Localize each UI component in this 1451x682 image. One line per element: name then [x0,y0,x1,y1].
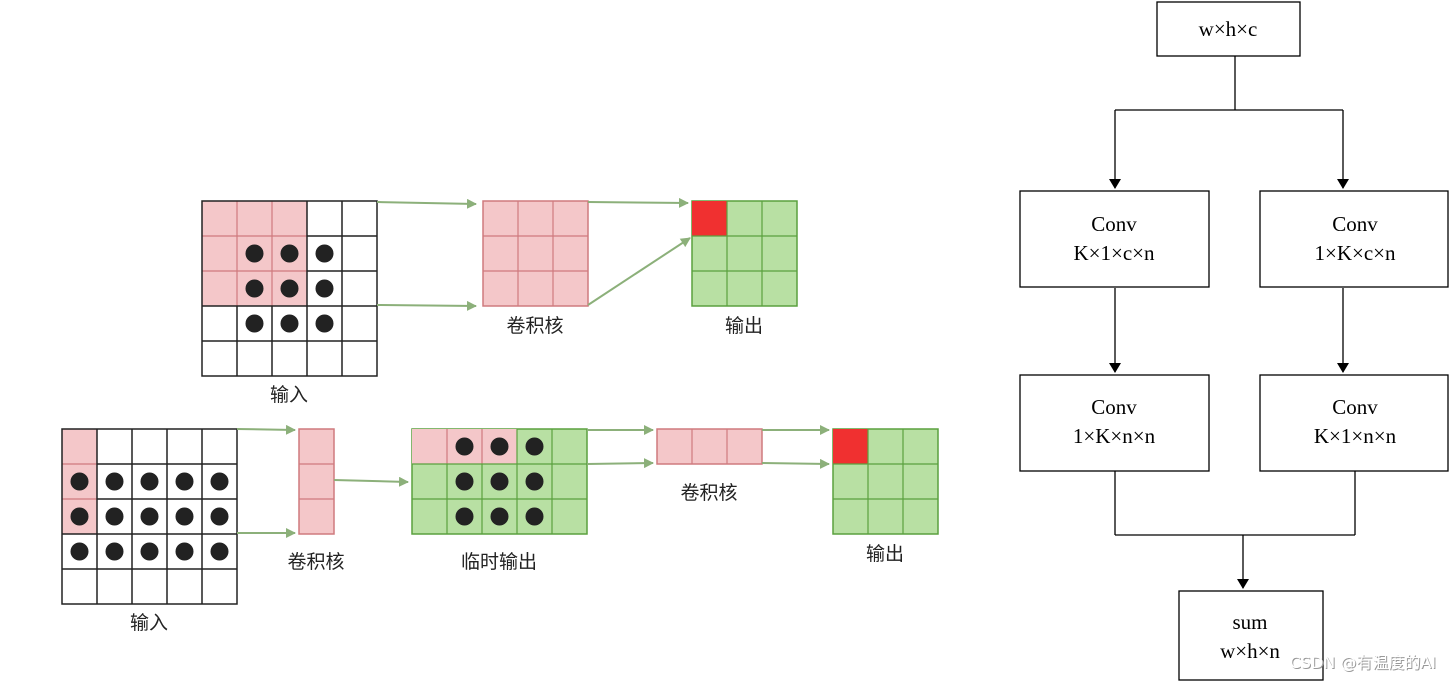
top-arrows [376,197,691,311]
input-node-text: w×h×c [1199,17,1258,41]
top-output-label: 输出 [725,315,763,337]
top-output-grid [691,200,798,307]
flowchart [1019,1,1449,681]
bottom-input-label: 输入 [130,612,168,634]
top-input-grid [201,200,378,377]
watermark: CSDN @有温度的AI [1290,653,1436,672]
bottom-output-highlight-cell [833,429,868,464]
left-conv1-dims: K×1×c×n [1073,241,1155,265]
right-conv1-title: Conv [1332,212,1378,236]
left-conv1-title: Conv [1091,212,1137,236]
left-conv2-title: Conv [1091,395,1137,419]
right-conv2-box [1259,374,1449,472]
bottom-temp-output-label: 临时输出 [461,551,537,573]
sum-node-title: sum [1232,610,1267,634]
bottom-conv-illustration: 输入 卷积核 [61,424,939,634]
bottom-kernel1-label: 卷积核 [287,551,344,573]
left-conv2-box [1019,374,1210,472]
bottom-arrows [236,424,830,538]
right-conv1-dims: 1×K×c×n [1314,241,1396,265]
bottom-output-label: 输出 [866,543,904,565]
bottom-kernel2-grid [656,428,763,465]
top-conv-illustration: 输入 卷积核 输出 [201,197,798,406]
input-node-box [1156,1,1301,57]
top-output-highlight-cell [692,201,727,236]
top-kernel-grid [482,200,589,307]
right-conv2-title: Conv [1332,395,1378,419]
watermark-shadow: CSDN @有温度的AI [1291,654,1437,673]
left-conv2-dims: 1×K×n×n [1073,424,1156,448]
bottom-output-grid [832,428,939,535]
flowchart-labels: w×h×c Conv K×1×c×n Conv 1×K×c×n Conv 1×K… [1073,17,1397,663]
top-input-label: 输入 [270,384,308,406]
bottom-kernel1-grid [298,428,335,535]
sum-node-box [1178,590,1324,681]
top-kernel-label: 卷积核 [506,315,563,337]
left-conv1-box [1019,190,1210,288]
bottom-temp-output-grid [411,428,588,535]
bottom-kernel2-label: 卷积核 [680,482,737,504]
bottom-input-grid [61,428,238,605]
right-conv2-dims: K×1×n×n [1314,424,1397,448]
sum-node-dims: w×h×n [1220,639,1280,663]
right-conv1-box [1259,190,1449,288]
